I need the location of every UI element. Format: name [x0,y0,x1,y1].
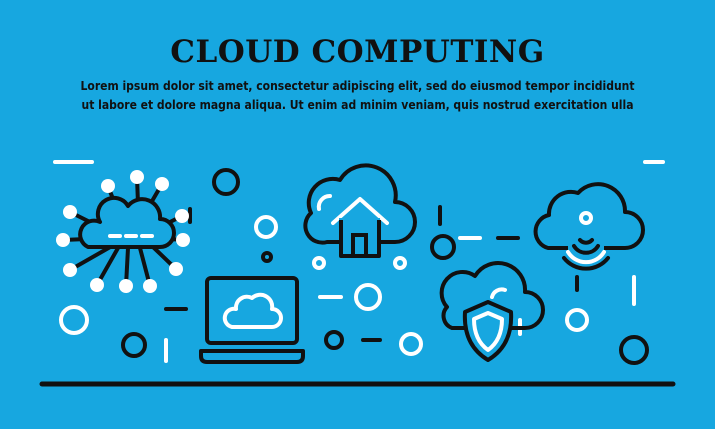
wifi-cloud-icon [533,182,645,271]
description-line-1: Lorem ipsum dolor sit amet, consectetur … [80,79,635,93]
home-cloud-icon [303,163,417,258]
decorative-circles [59,168,649,365]
banner-title: CLOUD COMPUTING [170,34,545,70]
network-cloud-icon [56,170,190,293]
description-line-2: ut labore et dolore magna aliqua. Ut eni… [81,98,634,112]
banner-description: Lorem ipsum dolor sit amet, consectetur … [0,77,715,115]
decorative-dashes [53,160,665,363]
laptop-cloud-icon [199,276,305,364]
security-cloud-icon [439,261,545,362]
